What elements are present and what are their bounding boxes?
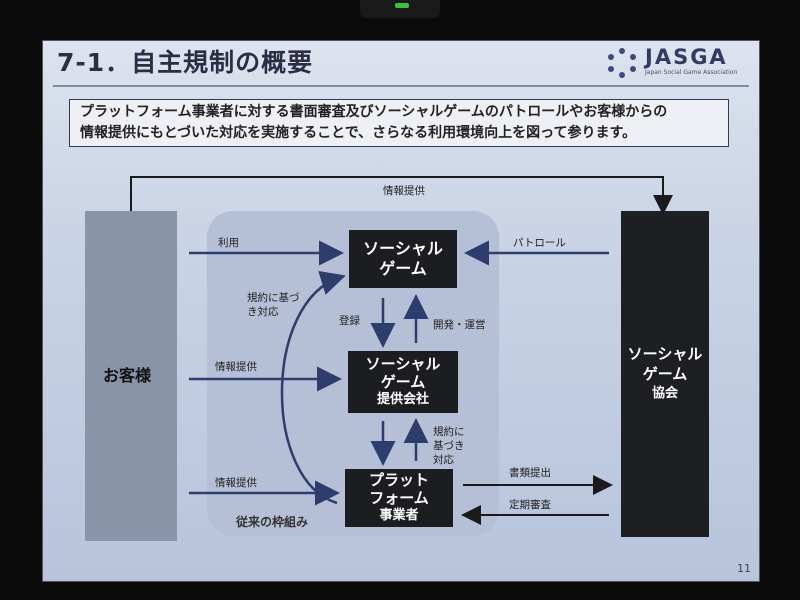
intro-line-1: プラットフォーム事業者に対する書面審査及びソーシャルゲームのパトロールやお客様か…	[80, 104, 668, 120]
platform-label-1: プラット	[368, 471, 429, 489]
projector-housing	[360, 0, 440, 18]
social-game-label-2: ゲーム	[379, 259, 427, 278]
logo-text: JASGA	[645, 45, 728, 69]
rule-action-curve-arrow	[280, 270, 346, 505]
info-label-2: 情報提供	[215, 477, 257, 489]
projector-indicator-light	[395, 3, 409, 8]
title-divider	[53, 85, 749, 87]
social-game-label-1: ソーシャル	[363, 239, 443, 258]
presentation-slide: 7-1．自主規制の概要 JASGA Japan Social Game Asso…	[42, 40, 760, 582]
slide-title: 7-1．自主規制の概要	[57, 48, 314, 77]
association-panel: ソーシャル ゲーム 協会	[621, 211, 709, 537]
periodic-review-label: 定期審査	[509, 499, 551, 511]
rule-based-label: 規約に 基づき 対応	[433, 425, 465, 467]
platform-box: プラット フォーム 事業者	[345, 469, 453, 527]
provider-label-1: ソーシャル	[365, 355, 441, 373]
provider-label-2: ゲーム	[380, 373, 426, 391]
dev-ops-label: 開発・運営	[433, 319, 486, 331]
page-number: 11	[737, 562, 751, 575]
intro-line-2: 情報提供にもとづいた対応を実施することで、さらなる利用環境向上を図って参ります。	[80, 125, 637, 141]
rule-action-label: 規約に基づ き対応	[247, 291, 300, 319]
rule-based-label-1: 規約に	[433, 426, 465, 438]
association-label-3: 協会	[651, 386, 678, 401]
patrol-label: パトロール	[513, 237, 566, 249]
association-label-2: ゲーム	[642, 365, 688, 383]
jasga-logo: JASGA Japan Social Game Association	[605, 45, 745, 81]
customer-label: お客様	[103, 366, 152, 385]
use-label: 利用	[218, 237, 239, 249]
customer-panel	[85, 211, 177, 541]
register-label: 登録	[339, 315, 360, 327]
framework-label: 従来の枠組み	[236, 515, 309, 529]
info-label-1: 情報提供	[215, 361, 257, 373]
intro-text-box: プラットフォーム事業者に対する書面審査及びソーシャルゲームのパトロールやお客様か…	[69, 99, 729, 147]
rule-action-label-2: き対応	[247, 306, 279, 318]
rule-based-label-3: 対応	[433, 454, 454, 466]
top-info-arrow	[130, 176, 673, 215]
platform-label-2: フォーム	[369, 489, 429, 507]
diagram-arrows	[130, 176, 673, 525]
top-info-label: 情報提供	[383, 185, 425, 197]
docs-submit-label: 書類提出	[509, 467, 551, 479]
jasga-logo-mark-icon	[608, 48, 636, 78]
logo-subtitle: Japan Social Game Association	[645, 69, 738, 76]
provider-label-3: 提供会社	[376, 392, 429, 407]
provider-box: ソーシャル ゲーム 提供会社	[348, 351, 458, 413]
rule-based-label-2: 基づき	[433, 440, 465, 452]
rule-action-label-1: 規約に基づ	[247, 292, 300, 304]
social-game-box: ソーシャル ゲーム	[349, 230, 457, 288]
platform-label-3: 事業者	[379, 508, 419, 523]
association-label-1: ソーシャル	[627, 345, 703, 363]
